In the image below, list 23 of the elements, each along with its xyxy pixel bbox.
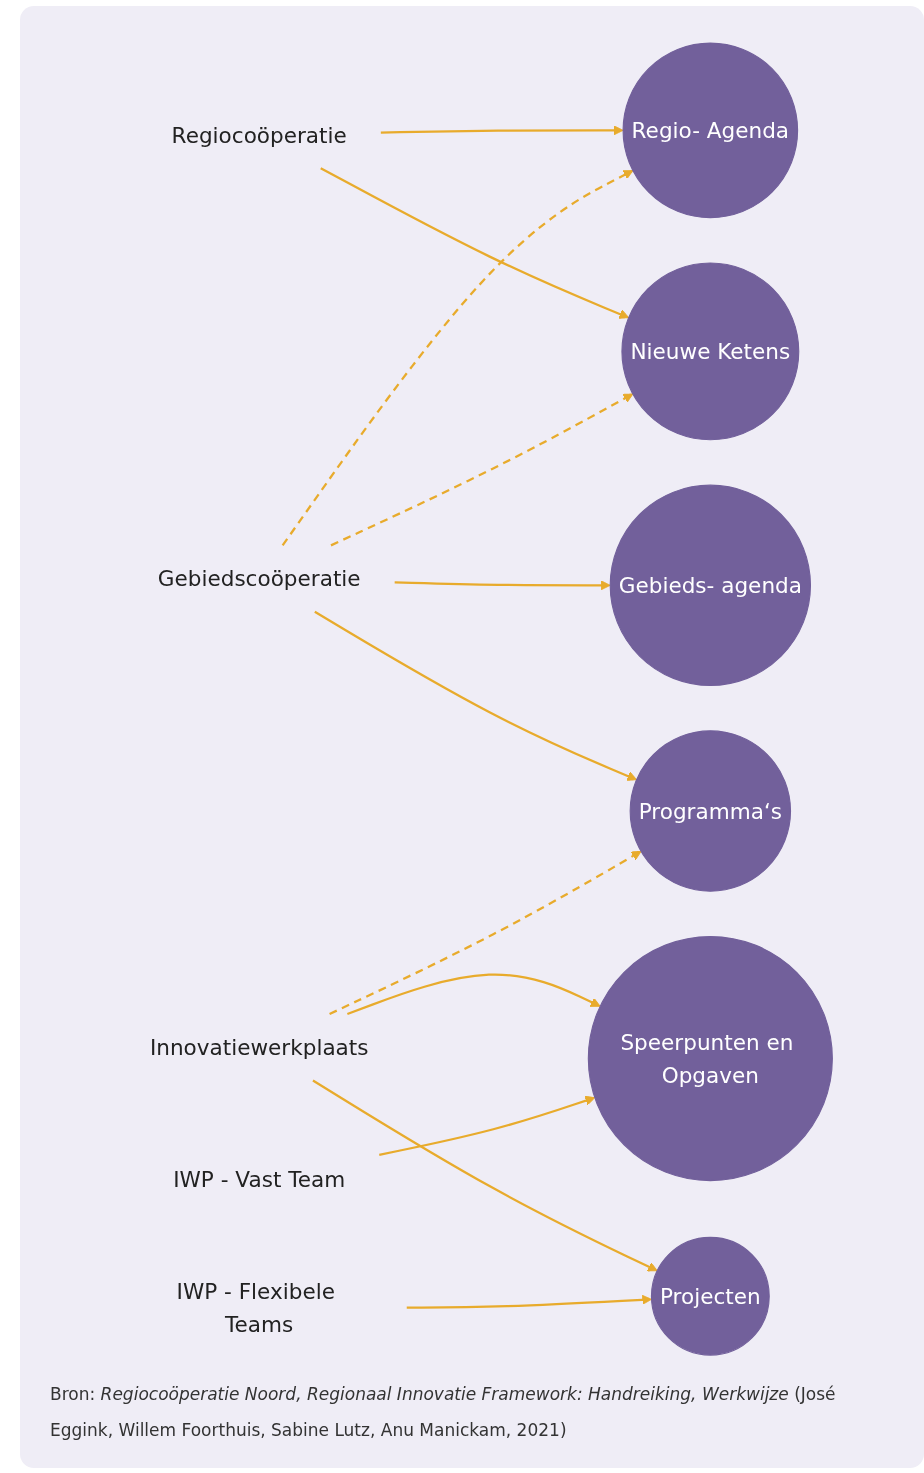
node-text: Innovatiewerkplaats [149, 1034, 369, 1060]
arrow [394, 580, 611, 591]
arrow [281, 170, 634, 547]
node-circle: Regio- Agenda [622, 42, 799, 219]
arrow [329, 850, 642, 1016]
node-text: Regiocoöperatie [171, 122, 347, 148]
arrow [406, 1294, 652, 1309]
source-caption: Bron: Regiocoöperatie Noord, Regionaal Innovatie Framework: Handreiking, Werkwijze (José Eggink, Willem Foorthuis, Sabine Lutz, Anu Manickam, 2021) [50, 1383, 837, 1442]
node-circle: Gebieds- agenda [609, 484, 812, 686]
arrow [379, 1095, 596, 1156]
node-text: Gebiedscoöperatie [157, 565, 361, 591]
node-circle: Nieuwe Ketens [621, 262, 800, 441]
node-text: IWP - Vast Team [173, 1166, 346, 1192]
arrow [312, 1079, 658, 1272]
arrow [320, 167, 630, 319]
node-circle: Speerpunten en Opgaven [587, 936, 833, 1182]
arrow [314, 610, 637, 781]
node-text: IWP - Flexibele Teams [176, 1278, 335, 1336]
node-circle: Programma‘s [629, 730, 792, 892]
arrow [346, 973, 601, 1016]
node-circle: Projecten [650, 1236, 770, 1356]
arrow [380, 125, 624, 136]
arrow [330, 393, 634, 547]
